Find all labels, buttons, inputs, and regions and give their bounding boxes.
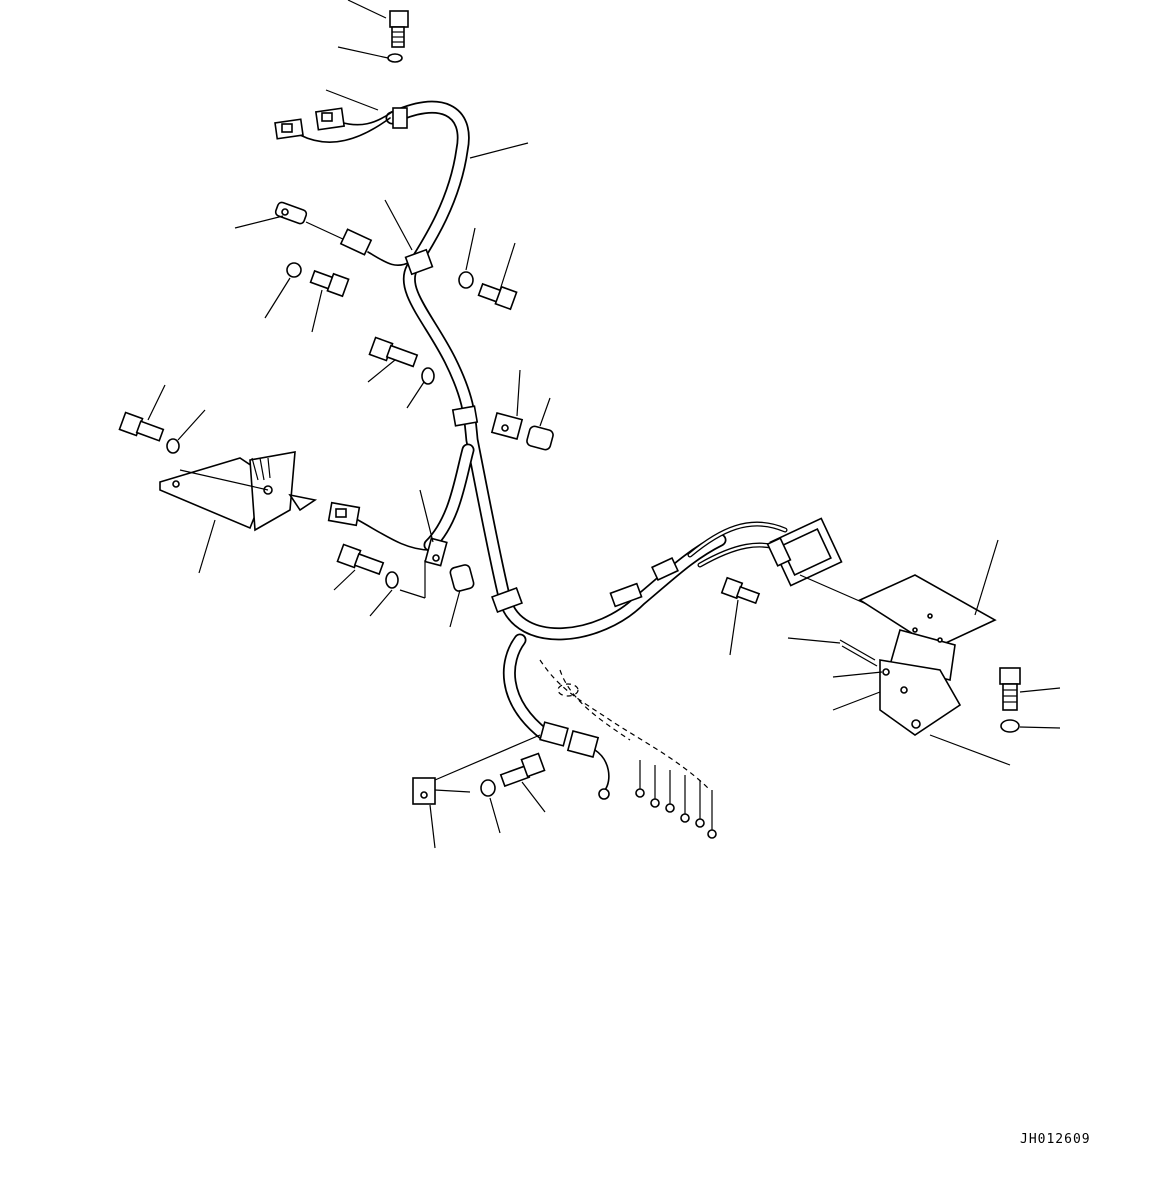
clip-hole-2 (501, 424, 509, 432)
left-bolt (118, 411, 165, 442)
washer-far-right (1000, 719, 1020, 733)
washer-left-1 (286, 262, 302, 278)
drawing-code-label: JH012609 (1020, 1132, 1091, 1147)
bolt-mid-1 (368, 336, 419, 368)
bolt-far-right (999, 667, 1021, 711)
leader-bracket (929, 734, 1011, 766)
dashed-sub-harness (539, 659, 717, 839)
bolt-right-1 (477, 282, 518, 311)
bolt-left-1 (309, 269, 350, 298)
lower-left-connector (327, 501, 448, 567)
ring-terminal-connector (274, 201, 411, 267)
spacer-1 (526, 425, 554, 451)
spacer-2 (449, 564, 475, 592)
main-wire-harness (385, 100, 788, 742)
bolt-lower (499, 752, 546, 788)
lower-connector-pair (539, 721, 610, 800)
top-bolt (389, 10, 409, 48)
top-washer (387, 53, 403, 63)
main-connector (766, 517, 843, 587)
leader-lines (147, 0, 1061, 849)
right-mounting-bracket (858, 574, 997, 736)
bolt-lower-left (336, 543, 385, 576)
washer-lower (480, 779, 496, 797)
lower-clip-assembly (412, 734, 541, 805)
top-connector-assembly (274, 107, 393, 143)
harness-clip-1 (404, 248, 434, 276)
left-mounting-bracket (159, 451, 318, 532)
washer-mid-1 (421, 367, 435, 385)
washer-right-1 (458, 271, 474, 289)
washer-lower-left (385, 571, 399, 589)
left-washer (166, 438, 180, 454)
pin (839, 639, 876, 661)
pin-edge (841, 645, 878, 667)
bolt-right-connector (720, 576, 761, 605)
